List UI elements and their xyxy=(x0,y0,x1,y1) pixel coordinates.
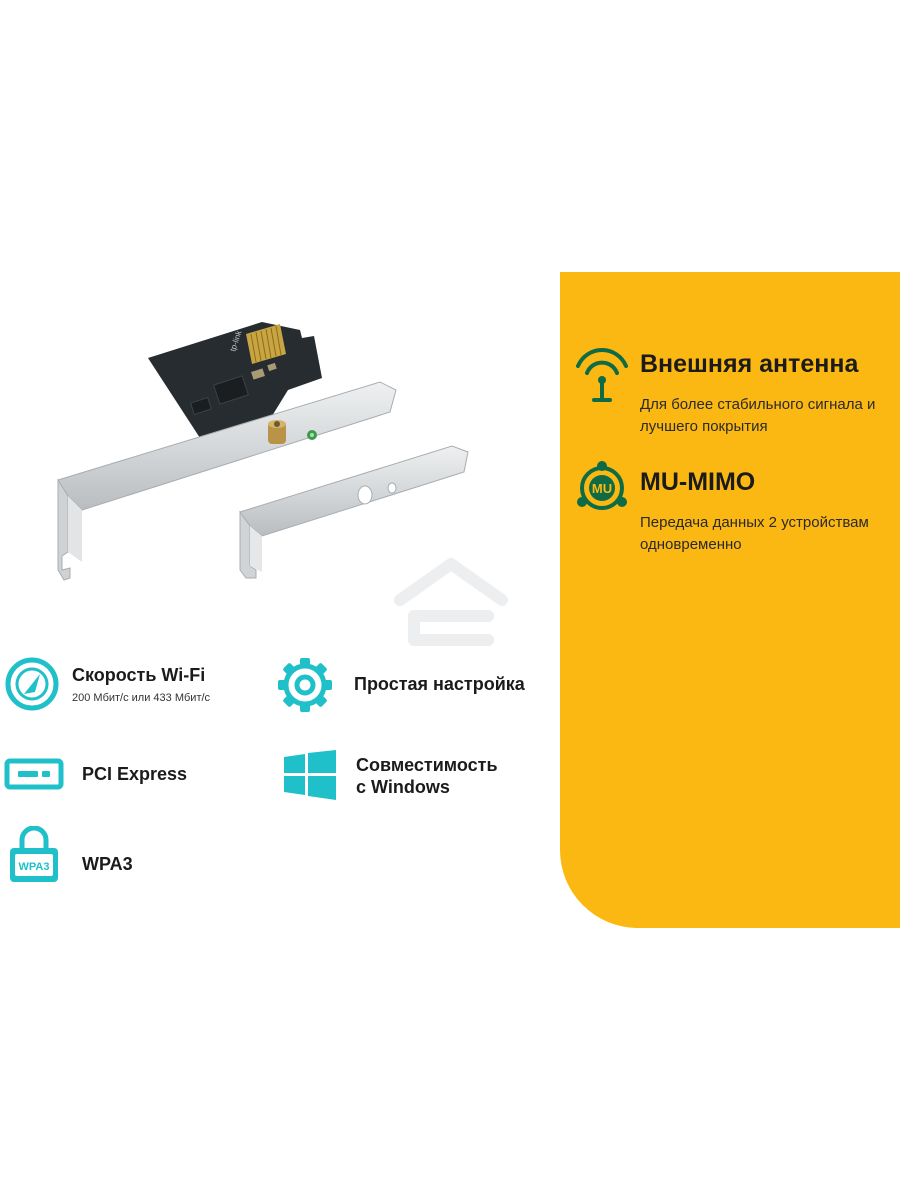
feature-title: PCI Express xyxy=(82,764,188,784)
feature-title-line2: с Windows xyxy=(356,777,450,797)
low-profile-bracket xyxy=(239,445,469,579)
pci-slot-icon xyxy=(4,756,64,792)
product-image: tp-link xyxy=(40,320,480,590)
feature-title: Внешняя антенна xyxy=(640,350,859,378)
mu-mimo-icon: MU xyxy=(572,458,632,518)
antenna-connector xyxy=(268,420,286,444)
speedometer-icon xyxy=(4,656,60,712)
svg-text:MU: MU xyxy=(592,481,612,496)
padlock-icon: WPA3 xyxy=(8,826,60,884)
feature-subtitle: 200 Мбит/с или 433 Мбит/с xyxy=(72,692,211,704)
feature-title: Скорость Wi-Fi xyxy=(72,665,206,685)
gear-icon xyxy=(276,656,334,714)
windows-logo-icon xyxy=(284,750,336,800)
feature-subtitle: Передача данных 2 устройствам одновремен… xyxy=(640,514,869,553)
feature-title-line1: Совместимость xyxy=(356,755,498,775)
feature-subtitle: Для более стабильного сигнала и лучшего … xyxy=(640,396,876,435)
feature-title: MU-MIMO xyxy=(640,468,756,496)
antenna-signal-icon xyxy=(572,346,632,406)
feature-title: WPA3 xyxy=(82,854,133,874)
feature-panel: Внешняя антенна Для более стабильного си… xyxy=(560,272,900,928)
feature-panel-background xyxy=(560,272,900,928)
pcb-board: tp-link xyxy=(148,322,322,438)
svg-text:WPA3: WPA3 xyxy=(19,861,50,873)
feature-title: Простая настройка xyxy=(354,674,525,694)
full-height-bracket xyxy=(57,381,397,581)
watermark-logo xyxy=(392,556,510,648)
